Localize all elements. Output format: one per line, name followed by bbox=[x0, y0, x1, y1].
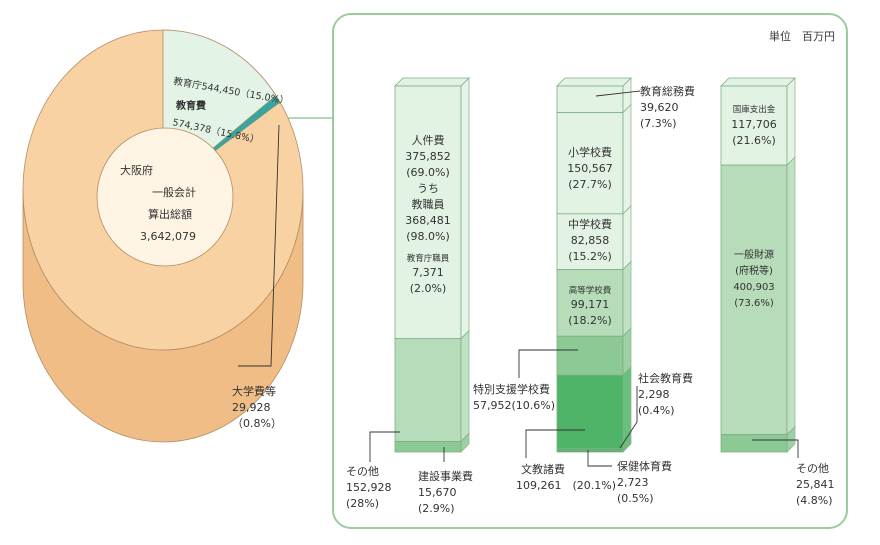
bar-3-segment-3-side bbox=[786, 425, 796, 453]
bar2-general-line-2: 39,620 bbox=[640, 101, 679, 114]
bar2-health-leader bbox=[587, 450, 612, 467]
bar-2-segment-8-side bbox=[622, 441, 632, 453]
bar-1-segment-3 bbox=[394, 441, 462, 453]
bar2-health-line-3: (0.5%) bbox=[617, 492, 654, 505]
bar2-bunkyo-leader bbox=[525, 429, 585, 458]
bar2-special-line-1: 特別支援学校費 bbox=[473, 382, 550, 396]
bar2-social-line-2: 2,298 bbox=[638, 388, 670, 401]
bar3-general-line-3: 400,903 bbox=[733, 282, 774, 293]
bar2-high-line-1: 99,171 bbox=[571, 298, 610, 311]
bar1-other-line-2: 152,928 bbox=[346, 481, 392, 494]
bar-3-segment-1-side bbox=[786, 77, 796, 167]
bar1-personnel-line-3: (69.0%) bbox=[406, 166, 450, 179]
bar2-general-line-1: 教育総務費 bbox=[640, 84, 695, 98]
pie-center-line-2: 一般会計 bbox=[152, 185, 196, 199]
bar1-personnel-line-7: (98.0%) bbox=[406, 230, 450, 243]
bar2-elementary-line-3: (27.7%) bbox=[568, 178, 612, 191]
kyouikuhi-title: 教育費 bbox=[175, 99, 206, 112]
bar3-general-line-1: 一般財源 bbox=[734, 248, 774, 261]
bar2-health-line-2: 2,723 bbox=[617, 476, 649, 489]
pie-center-disc bbox=[96, 127, 234, 267]
bar-2-segment-3-side bbox=[622, 204, 632, 271]
bar-2-segment-2-side bbox=[622, 103, 632, 215]
pie-center-total: 3,642,079 bbox=[140, 230, 196, 243]
bar-1-segment-2-side bbox=[460, 329, 470, 443]
bar-1-top-cap bbox=[394, 77, 470, 87]
university-value: 29,928 bbox=[232, 401, 271, 414]
bar-2-segment-8 bbox=[556, 449, 624, 453]
bar-2-segment-6 bbox=[556, 374, 624, 450]
bar2-junior-line-1: 中学校費 bbox=[568, 217, 612, 231]
bar2-high-line-2: (18.2%) bbox=[568, 314, 612, 327]
bar1-staff-line-1: 7,371 bbox=[412, 266, 444, 279]
total-budget-pie: 大阪府 一般会計 算出総額 3,642,079 教育庁544,450（15.0%… bbox=[22, 29, 304, 443]
bar3-other-line-2: 25,841 bbox=[796, 478, 835, 491]
bar2-bunkyo-value-line-1: 109,261 (20.1%) bbox=[516, 479, 616, 492]
bar2-social-line-1: 社会教育費 bbox=[638, 371, 693, 385]
bar2-special-line-2: 57,952(10.6%) bbox=[473, 399, 555, 412]
bar2-health-line-1: 保健体育費 bbox=[617, 459, 672, 473]
bar1-construction-line-1: 建設事業費 bbox=[418, 469, 473, 483]
bar2-high-title-line-1: 高等学校費 bbox=[569, 285, 612, 296]
bar2-elementary-line-1: 小学校費 bbox=[568, 145, 612, 159]
bar3-general-line-4: (73.6%) bbox=[734, 298, 774, 309]
bar2-special-leader bbox=[518, 349, 578, 378]
bar1-personnel-line-2: 375,852 bbox=[405, 150, 451, 163]
university-leader-line bbox=[238, 124, 280, 367]
bar1-other-line-1: その他 bbox=[346, 465, 379, 478]
bar-1-segment-1 bbox=[394, 85, 462, 340]
bar2-bunkyo-title-line-1: 文教諸費 bbox=[521, 462, 565, 476]
bar-3-segment-2 bbox=[720, 164, 788, 436]
bar3-national-title-line-1: 国庫支出金 bbox=[733, 104, 776, 115]
university-percent: （0.8%） bbox=[232, 417, 282, 430]
bar3-general-line-2: (府税等) bbox=[735, 264, 773, 277]
bar-2-top-cap bbox=[556, 77, 632, 87]
bar1-construction-line-3: (2.9%) bbox=[418, 502, 455, 515]
bar3-other-line-3: (4.8%) bbox=[796, 494, 833, 507]
bar3-national-line-2: (21.6%) bbox=[732, 134, 776, 147]
bar-3-segment-3 bbox=[720, 434, 788, 453]
bar-2-segment-6-side bbox=[622, 366, 632, 450]
university-label: 大学費等 bbox=[232, 384, 276, 398]
bar1-personnel-line-1: 人件費 bbox=[412, 133, 445, 147]
bar2-elementary-line-2: 150,567 bbox=[567, 162, 613, 175]
bar1-construction-line-2: 15,670 bbox=[418, 486, 457, 499]
bar2-social-line-3: (0.4%) bbox=[638, 404, 675, 417]
bar-3-segment-2-side bbox=[786, 156, 796, 436]
bar1-personnel-line-5: 教職員 bbox=[412, 198, 445, 211]
pie-center-line-3: 算出総額 bbox=[148, 207, 192, 221]
bar-2-segment-5 bbox=[556, 335, 624, 376]
bar1-personnel-line-4: うち bbox=[417, 182, 439, 195]
bar-1-segment-2 bbox=[394, 338, 462, 442]
bar2-general-line-3: (7.3%) bbox=[640, 117, 677, 130]
bar3-national-line-1: 117,706 bbox=[731, 118, 777, 131]
unit-label: 単位 百万円 bbox=[769, 29, 835, 43]
bar2-general-leader bbox=[595, 90, 641, 97]
pie-center-line-1: 大阪府 bbox=[120, 163, 153, 177]
bar1-staff-label-line-1: 教育庁職員 bbox=[407, 253, 450, 264]
bar-1-segment-3-side bbox=[460, 432, 470, 453]
bar-3-top-cap bbox=[720, 77, 796, 87]
bar-1-segment-1-side bbox=[460, 77, 470, 340]
bar2-junior-line-2: 82,858 bbox=[571, 234, 610, 247]
bar2-junior-line-3: (15.2%) bbox=[568, 250, 612, 263]
bar-2-segment-2 bbox=[556, 112, 624, 215]
bar1-other-line-3: (28%) bbox=[346, 497, 379, 510]
bar-2-segment-4-side bbox=[622, 260, 632, 338]
bar1-personnel-line-6: 368,481 bbox=[405, 214, 451, 227]
bar3-other-leader bbox=[752, 439, 799, 458]
bar1-staff-line-2: (2.0%) bbox=[410, 282, 447, 295]
bar3-other-line-1: その他 bbox=[796, 462, 829, 475]
detail-frame bbox=[332, 13, 848, 529]
bar-2-segment-1 bbox=[556, 85, 624, 114]
bar1-other-leader bbox=[369, 431, 400, 462]
bar2-social-leader bbox=[619, 386, 638, 449]
